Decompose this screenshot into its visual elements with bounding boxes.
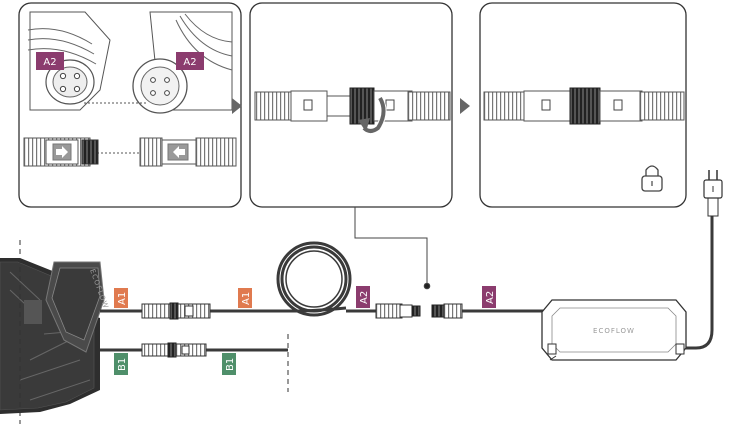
a1-connector-pair: [142, 303, 210, 319]
svg-text:A2: A2: [485, 291, 496, 304]
svg-text:B1: B1: [117, 358, 128, 371]
svg-text:A1: A1: [241, 292, 252, 305]
power-plug-icon: [704, 170, 722, 216]
tag-b1-right: B1: [222, 353, 236, 375]
svg-text:A2: A2: [183, 57, 196, 68]
svg-text:ECOFLOW: ECOFLOW: [593, 327, 635, 335]
svg-text:A1: A1: [117, 292, 128, 305]
female-connector-side: [140, 138, 236, 166]
tag-a2-right: A2: [482, 286, 496, 308]
svg-text:A2: A2: [359, 291, 370, 304]
male-connector-side: [24, 138, 98, 166]
a2-tag-female: A2: [176, 52, 204, 70]
a2-tag-male: A2: [36, 52, 64, 70]
svg-text:A2: A2: [43, 57, 56, 68]
callout-line: [355, 207, 430, 289]
tag-a1-left: A1: [114, 288, 128, 308]
a2-connector-male: [376, 304, 420, 318]
panel-locked: [480, 3, 686, 207]
svg-text:B1: B1: [225, 358, 236, 371]
panel-twist-connect: [250, 3, 452, 207]
controller-unit: ECOFLOW: [0, 258, 110, 414]
a2-connector-female: [432, 304, 462, 318]
power-unit: ECOFLOW: [542, 300, 686, 360]
chevron-right-icon: [460, 98, 470, 114]
b1-connector-pair: [142, 343, 206, 357]
tag-a1-right: A1: [238, 288, 252, 308]
tag-b1-left: B1: [114, 353, 128, 375]
power-cord: [686, 216, 712, 348]
cable-coil: [278, 243, 350, 315]
tag-a2-left: A2: [356, 286, 370, 308]
panel-connector-detail: A2 A2: [19, 3, 241, 207]
